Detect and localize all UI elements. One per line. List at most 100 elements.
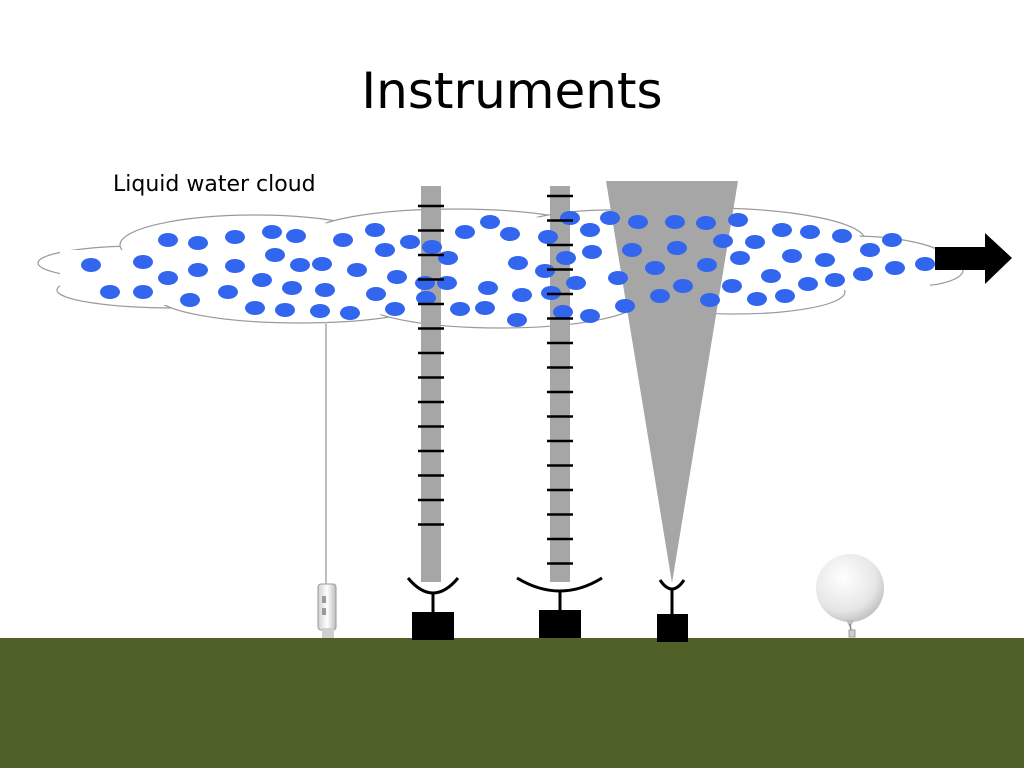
droplet [535, 264, 555, 278]
droplet [180, 293, 200, 307]
lidar-beam [606, 181, 738, 583]
droplet [553, 305, 573, 319]
droplet [615, 299, 635, 313]
droplet [252, 273, 272, 287]
droplet [366, 287, 386, 301]
droplet [365, 223, 385, 237]
droplet [133, 285, 153, 299]
droplet [645, 261, 665, 275]
droplet [400, 235, 420, 249]
liquid-water-cloud [37, 207, 964, 329]
droplet [815, 253, 835, 267]
droplet [580, 309, 600, 323]
droplet [478, 281, 498, 295]
droplet [282, 281, 302, 295]
droplet [286, 229, 306, 243]
weather-balloon-icon [816, 554, 884, 638]
droplet [315, 283, 335, 297]
droplet [450, 302, 470, 316]
droplet [480, 215, 500, 229]
droplet [582, 245, 602, 259]
droplet [347, 263, 367, 277]
droplet [697, 258, 717, 272]
droplet [422, 240, 442, 254]
droplet [730, 251, 750, 265]
lidar-dish-icon [657, 579, 688, 642]
droplet [265, 248, 285, 262]
droplet [560, 211, 580, 225]
radiometer-tick-marks [418, 204, 444, 526]
droplet [188, 263, 208, 277]
droplet [747, 292, 767, 306]
droplet [512, 288, 532, 302]
droplet [538, 230, 558, 244]
droplet [915, 257, 935, 271]
droplet [262, 225, 282, 239]
wind-arrow-icon [935, 233, 1012, 284]
droplet [713, 234, 733, 248]
droplet [437, 276, 457, 290]
droplet [375, 243, 395, 257]
droplet [225, 230, 245, 244]
droplet [800, 225, 820, 239]
droplet [415, 276, 435, 290]
droplet [775, 289, 795, 303]
droplet [566, 276, 586, 290]
droplet [340, 306, 360, 320]
droplet [885, 261, 905, 275]
droplet [507, 313, 527, 327]
droplet [700, 293, 720, 307]
droplet [275, 303, 295, 317]
radar-beam [550, 186, 570, 582]
droplet [798, 277, 818, 291]
cloud-label: Liquid water cloud [113, 172, 316, 197]
droplet [628, 215, 648, 229]
droplet [387, 270, 407, 284]
droplet [622, 243, 642, 257]
droplet [188, 236, 208, 250]
droplet [310, 304, 330, 318]
droplet [81, 258, 101, 272]
droplet [500, 227, 520, 241]
droplet [475, 301, 495, 315]
droplet [673, 279, 693, 293]
droplet [860, 243, 880, 257]
droplet [455, 225, 475, 239]
droplet [772, 223, 792, 237]
droplet [333, 233, 353, 247]
droplet [100, 285, 120, 299]
droplet [218, 285, 238, 299]
droplet [158, 271, 178, 285]
droplet [728, 213, 748, 227]
droplet [225, 259, 245, 273]
droplet [825, 273, 845, 287]
droplet [438, 251, 458, 265]
droplet [508, 256, 528, 270]
ground [0, 638, 1024, 768]
droplet [782, 249, 802, 263]
droplet [416, 291, 436, 305]
droplet [667, 241, 687, 255]
droplet [761, 269, 781, 283]
droplet [696, 216, 716, 230]
cloud-probe-sensor-icon [317, 322, 337, 638]
radar-dish-icon [516, 576, 603, 638]
radiometer-dish-icon [406, 577, 460, 640]
droplet [290, 258, 310, 272]
droplet [882, 233, 902, 247]
droplet [556, 251, 576, 265]
droplet [832, 229, 852, 243]
droplet [245, 301, 265, 315]
droplet [580, 223, 600, 237]
droplet [650, 289, 670, 303]
droplet [745, 235, 765, 249]
droplet [853, 267, 873, 281]
droplet [385, 302, 405, 316]
droplet [312, 257, 332, 271]
droplet [600, 211, 620, 225]
radar-tick-marks [547, 194, 573, 565]
droplet [608, 271, 628, 285]
droplet [133, 255, 153, 269]
droplet [665, 215, 685, 229]
